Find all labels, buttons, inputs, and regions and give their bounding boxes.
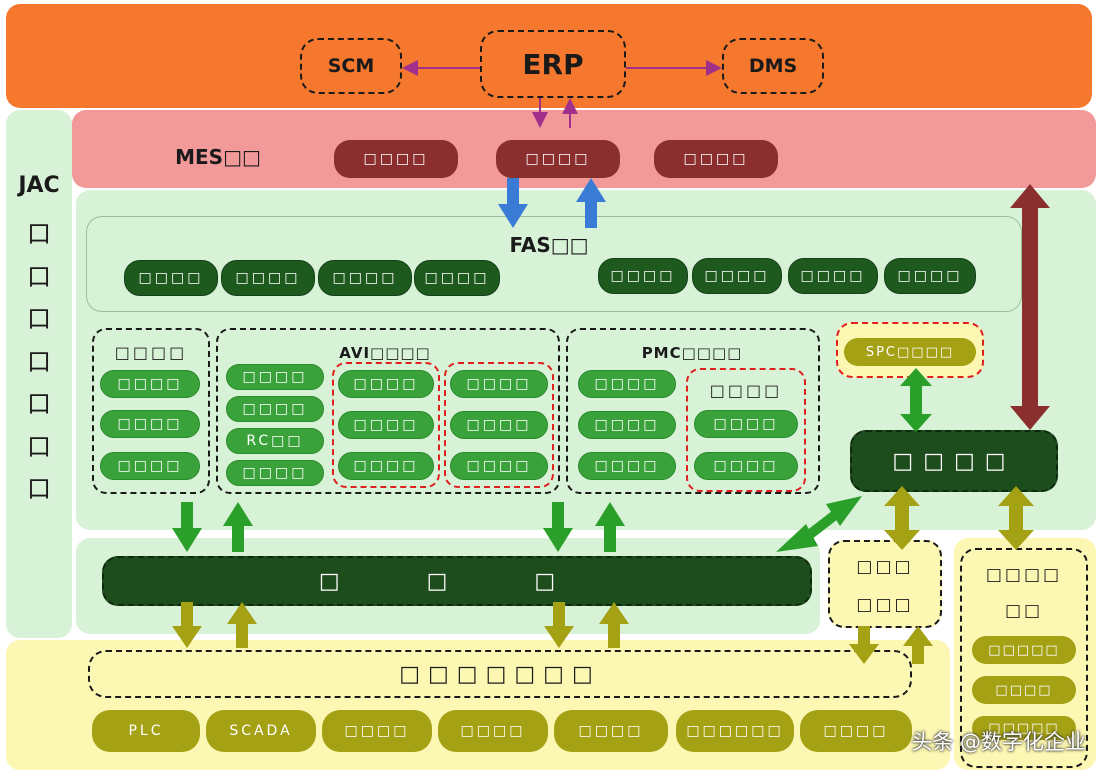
left-glyph: 口 bbox=[27, 262, 51, 291]
group-avi-box bbox=[216, 328, 560, 494]
erp-box: ERP bbox=[480, 30, 626, 98]
left-glyph: 口 bbox=[27, 432, 51, 461]
avi-red-box-1-item: □□□□ bbox=[338, 452, 434, 480]
fas-title: FAS□□ bbox=[509, 233, 589, 257]
yellow-box-a-line: □□□ bbox=[856, 595, 914, 615]
mes-module: □□□□ bbox=[334, 140, 458, 178]
group-avi-item: □□□□ bbox=[226, 460, 324, 486]
mes-module: □□□□ bbox=[496, 140, 620, 178]
fas-to-mes-arrow bbox=[576, 178, 606, 228]
bus-to-group-arrow bbox=[223, 502, 253, 552]
pmc-red-box-item: □□□□ bbox=[694, 410, 798, 438]
device-to-box-a-arrow bbox=[903, 626, 933, 664]
device-item: □□□□ bbox=[438, 710, 548, 752]
yellow-box-b bbox=[960, 548, 1088, 768]
device-item: □□□□ bbox=[322, 710, 432, 752]
yellow-box-b-line: □□□□ bbox=[985, 565, 1063, 585]
left-glyph: 口 bbox=[27, 305, 51, 333]
yellow-box-b-item: □□□□□ bbox=[972, 636, 1076, 664]
center-node: □□□□ bbox=[850, 430, 1058, 492]
group-avi-item: □□□□ bbox=[226, 396, 324, 422]
avi-red-box-2-item: □□□□ bbox=[450, 452, 548, 480]
group-a-item: □□□□ bbox=[100, 452, 200, 480]
group-avi-item: □□□□ bbox=[226, 364, 324, 390]
scm-box: SCM bbox=[300, 38, 402, 94]
fas-module: □□□□ bbox=[598, 258, 688, 294]
fas-module: □□□□ bbox=[692, 258, 782, 294]
pmc-red-box bbox=[686, 368, 806, 492]
fas-module: □□□□ bbox=[788, 258, 878, 294]
left-column-glyphs: 口 口 口 口 口 口 口 bbox=[6, 214, 72, 504]
group-a-item: □□□□ bbox=[100, 370, 200, 398]
group-avi-title: AVI□□□□ bbox=[339, 344, 431, 362]
device-item: □□□□ bbox=[800, 710, 912, 752]
pmc-red-box-item: □□□□ bbox=[694, 452, 798, 480]
fas-frame bbox=[86, 216, 1022, 312]
fas-module: □□□□ bbox=[124, 260, 218, 296]
left-column-band bbox=[6, 110, 72, 638]
yellow-box-a bbox=[828, 540, 942, 628]
device-item: □□□□□□ bbox=[676, 710, 794, 752]
mes-module: □□□□ bbox=[654, 140, 778, 178]
center-box-a-double-arrow bbox=[884, 486, 920, 550]
left-glyph: 口 bbox=[27, 347, 51, 376]
group-to-bus-arrow bbox=[172, 502, 202, 552]
bus-to-device-arrow bbox=[172, 602, 202, 648]
device-to-bus-arrow bbox=[599, 602, 629, 648]
group-pmc-item: □□□□ bbox=[578, 452, 676, 480]
mes-center-double-arrow bbox=[1010, 184, 1050, 430]
group-pmc-title: PMC□□□□ bbox=[641, 344, 743, 362]
avi-red-box-2-item: □□□□ bbox=[450, 370, 548, 398]
left-glyph: 口 bbox=[27, 475, 51, 503]
device-item-scada: SCADA bbox=[206, 710, 316, 752]
fas-module: □□□□ bbox=[884, 258, 976, 294]
avi-red-box-1-item: □□□□ bbox=[338, 411, 434, 439]
fas-module: □□□□ bbox=[414, 260, 500, 296]
mes-to-fas-arrow bbox=[498, 178, 528, 228]
group-a-item: □□□□ bbox=[100, 410, 200, 438]
group-pmc-item: □□□□ bbox=[578, 370, 676, 398]
dms-box: DMS bbox=[722, 38, 824, 94]
box-a-to-device-arrow bbox=[849, 626, 879, 664]
device-item-plc: PLC bbox=[92, 710, 200, 752]
avi-red-box-2-item: □□□□ bbox=[450, 411, 548, 439]
mes-title: MES□□ bbox=[175, 145, 261, 169]
group-avi-item: RC□□ bbox=[226, 428, 324, 454]
watermark: 头条 @数字化企业 bbox=[911, 730, 1086, 754]
group-pmc-box bbox=[566, 328, 820, 494]
bus-to-group-arrow bbox=[595, 502, 625, 552]
yellow-box-b-line: □□ bbox=[1004, 601, 1044, 621]
avi-red-box-2 bbox=[444, 362, 554, 488]
spc-center-double-arrow bbox=[900, 368, 932, 432]
fas-module: □□□□ bbox=[221, 260, 315, 296]
left-glyph: 口 bbox=[27, 220, 51, 248]
avi-red-box-1 bbox=[332, 362, 440, 488]
center-box-b-double-arrow bbox=[998, 486, 1034, 550]
bus-to-device-arrow bbox=[544, 602, 574, 648]
device-item: □□□□ bbox=[554, 710, 668, 752]
pmc-red-box-title: □□□□ bbox=[709, 380, 783, 400]
device-to-bus-arrow bbox=[227, 602, 257, 648]
avi-red-box-1-item: □□□□ bbox=[338, 370, 434, 398]
bus-bar: □ □ □ bbox=[102, 556, 812, 606]
group-a-box bbox=[92, 328, 210, 494]
yellow-box-a-line: □□□ bbox=[856, 557, 914, 577]
group-pmc-item: □□□□ bbox=[578, 411, 676, 439]
left-column-title: JAC bbox=[18, 172, 60, 198]
bus-center-diagonal-arrow bbox=[776, 496, 862, 552]
yellow-box-b-item: □□□□ bbox=[972, 676, 1076, 704]
spc-pill: SPC□□□□ bbox=[844, 338, 976, 366]
group-a-title: □□□□ bbox=[114, 342, 188, 362]
device-layer-title-box: □□□□□□□ bbox=[88, 650, 912, 698]
erp-layer-band bbox=[6, 4, 1092, 108]
yellow-box-b-item: □□□□□ bbox=[972, 716, 1076, 740]
fas-module: □□□□ bbox=[318, 260, 412, 296]
left-glyph: 口 bbox=[27, 390, 51, 418]
group-to-bus-arrow bbox=[543, 502, 573, 552]
